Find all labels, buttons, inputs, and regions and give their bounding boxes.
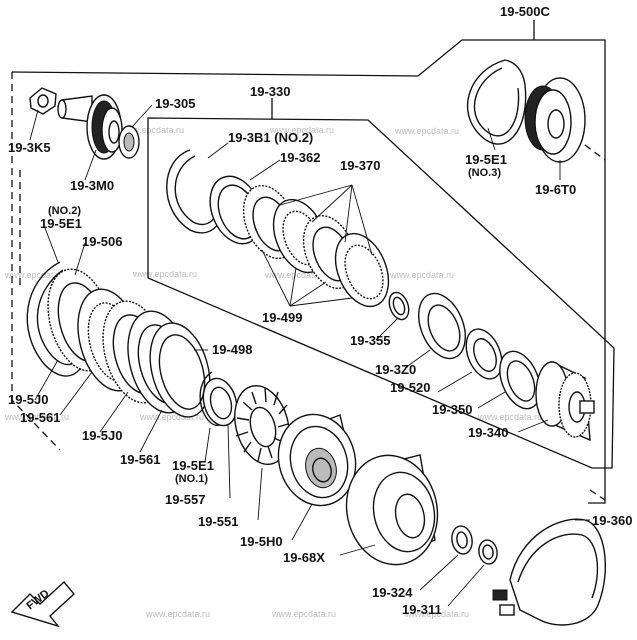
part-5h0 (277, 413, 357, 507)
label-19-5e1-no3: 19-5E1 (465, 152, 507, 167)
label-19-557: 19-557 (165, 492, 205, 507)
watermark: www.epcdata.ru (4, 412, 69, 422)
part-68x (345, 454, 439, 566)
part-340 (535, 360, 595, 442)
part-5e1-no3 (466, 59, 527, 145)
label-19-520: 19-520 (390, 380, 430, 395)
label-19-551: 19-551 (198, 514, 238, 529)
label-19-362: 19-362 (280, 150, 320, 165)
label-19-506: 19-506 (82, 234, 122, 249)
label-19-305: 19-305 (155, 96, 195, 111)
label-19-5e1-no3-qualifier: (NO.3) (468, 167, 501, 179)
label-19-561-a: 19-561 (20, 410, 60, 425)
watermark: www.epcdata.ru (264, 270, 329, 280)
part-6t0 (524, 77, 586, 163)
part-324 (451, 525, 473, 555)
label-19-561-b: 19-561 (120, 452, 160, 467)
label-19-3k5: 19-3K5 (8, 140, 51, 155)
watermark: www.epcdata.ru (132, 269, 197, 279)
clutch-pack-2 (77, 288, 211, 418)
label-19-330: 19-330 (250, 84, 290, 99)
label-19-3m0: 19-3M0 (70, 178, 114, 193)
label-19-5j0-b: 19-5J0 (82, 428, 122, 443)
part-360 (492, 518, 607, 626)
guide-dashed-right (584, 144, 606, 501)
part-3z0 (418, 292, 466, 360)
part-305 (118, 125, 140, 159)
label-19-370: 19-370 (340, 158, 380, 173)
label-19-498: 19-498 (212, 342, 252, 357)
assembly-outline-dashed (11, 72, 61, 451)
watermark: www.epcdata.ru (477, 412, 542, 422)
watermark: www.epcdata.ru (4, 270, 69, 280)
label-19-350: 19-350 (432, 402, 472, 417)
fwd-arrow: FWD (10, 580, 75, 628)
label-19-340: 19-340 (468, 425, 508, 440)
clutch-pack-3 (242, 184, 390, 308)
leader-lines (29, 104, 590, 607)
watermark: www.epcdata.ru (389, 270, 454, 280)
label-19-5h0: 19-5H0 (240, 534, 283, 549)
watermark: www.epcdata.ru (271, 609, 336, 619)
label-19-324: 19-324 (372, 585, 413, 600)
label-19-5j0-a: 19-5J0 (8, 392, 48, 407)
part-3k5 (29, 87, 57, 115)
watermark-layer: www.epcdata.ru www.epcdata.ru www.epcdat… (4, 125, 542, 619)
label-19-360: 19-360 (592, 513, 632, 528)
watermark: www.epcdata.ru (119, 125, 184, 135)
watermark: www.epcdata.ru (139, 412, 204, 422)
part-3m0 (57, 94, 123, 160)
watermark: www.epcdata.ru (269, 125, 334, 135)
label-19-5e1-no1-qualifier: (NO.1) (175, 473, 208, 485)
part-557 (202, 377, 238, 427)
label-19-5e1-no2-qualifier: (NO.2) (48, 205, 81, 217)
subassembly-outline (147, 117, 615, 469)
part-355 (388, 291, 410, 321)
label-19-3b1: 19-3B1 (NO.2) (228, 130, 313, 145)
label-19-3z0: 19-3Z0 (375, 362, 416, 377)
label-19-355: 19-355 (350, 333, 390, 348)
label-19-5e1-no2: 19-5E1 (40, 216, 82, 231)
label-19-500c: 19-500C (500, 4, 550, 19)
watermark: www.epcdata.ru (404, 609, 469, 619)
part-labels: 19-500C 19-3K5 19-3M0 19-305 19-330 19-3… (8, 4, 632, 617)
part-311 (478, 539, 498, 565)
part-520 (465, 328, 503, 380)
watermark: www.epcdata.ru (394, 126, 459, 136)
label-19-499: 19-499 (262, 310, 302, 325)
label-19-311: 19-311 (402, 602, 442, 617)
label-19-6t0: 19-6T0 (535, 182, 576, 197)
label-19-68x: 19-68X (283, 550, 325, 565)
clutch-pack-leaders (261, 184, 373, 307)
watermark: www.epcdata.ru (145, 609, 210, 619)
label-19-5e1-no1: 19-5E1 (172, 458, 214, 473)
part-350 (499, 350, 541, 410)
